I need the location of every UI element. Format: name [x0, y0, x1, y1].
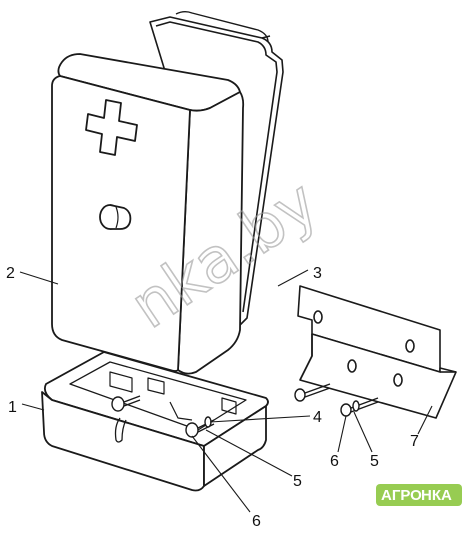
base-tray [41, 351, 269, 492]
mounting-plate [297, 285, 457, 419]
callout-7: 7 [410, 433, 419, 450]
callout-3: 3 [313, 265, 322, 282]
plate-screws [294, 383, 379, 417]
logo-text-nka: НКА [421, 487, 452, 504]
callout-1: 1 [8, 399, 17, 416]
cabinet-body [51, 53, 245, 375]
leader-lines [19, 269, 433, 513]
callout-6: 6 [252, 513, 261, 530]
agronka-logo: АГРО НКА [376, 484, 462, 506]
callout-5: 5 [293, 473, 302, 490]
logo-text-agro: АГРО [381, 487, 422, 504]
door-knob [99, 204, 132, 230]
cross-icon [85, 99, 138, 156]
callout-6-plate: 6 [330, 453, 339, 470]
callout-4: 4 [313, 409, 322, 426]
callout-2: 2 [6, 265, 15, 282]
callout-5-plate: 5 [370, 453, 379, 470]
base-screws [111, 395, 215, 438]
